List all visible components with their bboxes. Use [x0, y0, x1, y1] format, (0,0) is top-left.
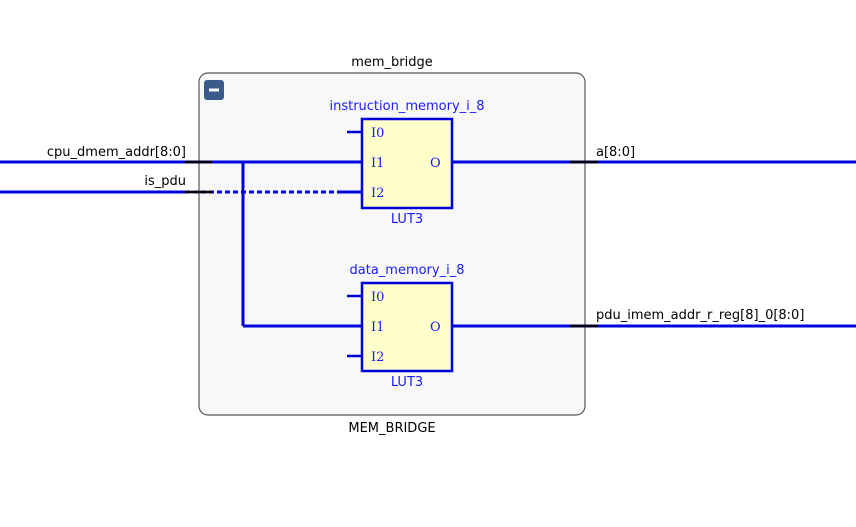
- net-label-cpu-dmem-addr: cpu_dmem_addr[8:0]: [47, 145, 186, 160]
- cell-instance-label: instruction_memory_i_8: [329, 99, 484, 114]
- pin-label-i0: I0: [371, 290, 384, 305]
- collapse-button[interactable]: [204, 80, 224, 100]
- mem-bridge-type-label: MEM_BRIDGE: [348, 421, 435, 436]
- lut-data-memory[interactable]: data_memory_i_8 I0 I1 I2 O LUT3: [347, 263, 464, 390]
- cell-instance-label: data_memory_i_8: [350, 263, 465, 278]
- pin-label-o: O: [430, 156, 441, 171]
- pin-label-i1: I1: [371, 320, 384, 335]
- net-label-a: a[8:0]: [596, 145, 635, 160]
- lut-instruction-memory[interactable]: instruction_memory_i_8 I0 I1 I2 O LUT3: [329, 99, 484, 227]
- cell-type-label: LUT3: [391, 212, 423, 227]
- mem-bridge-instance-label: mem_bridge: [351, 55, 433, 70]
- cell-type-label: LUT3: [391, 375, 423, 390]
- net-label-is-pdu: is_pdu: [144, 174, 186, 189]
- pin-label-i0: I0: [371, 126, 384, 141]
- mem-bridge-box[interactable]: [198, 72, 586, 416]
- lut-body[interactable]: [360, 117, 454, 210]
- pin-label-i2: I2: [371, 350, 384, 365]
- pin-label-o: O: [430, 320, 441, 335]
- mem-bridge-hierarchy[interactable]: mem_bridge MEM_BRIDGE: [198, 55, 586, 436]
- minus-icon: [209, 88, 219, 92]
- pin-label-i2: I2: [371, 186, 384, 201]
- net-label-pdu-imem-addr: pdu_imem_addr_r_reg[8]_0[8:0]: [596, 308, 804, 323]
- hier-port-stubs: [185, 160, 598, 328]
- pin-label-i1: I1: [371, 156, 384, 171]
